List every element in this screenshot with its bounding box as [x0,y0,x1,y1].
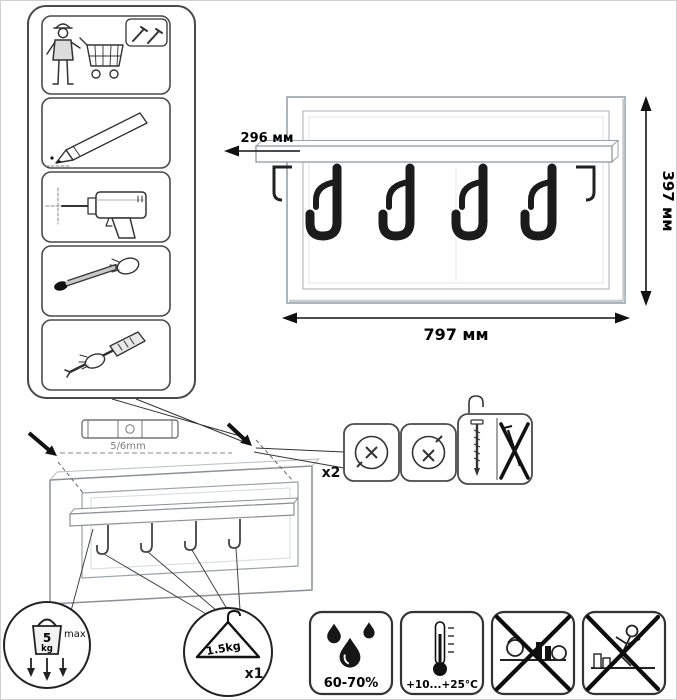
prohibited-cross-icon [494,614,572,692]
wall-plug-insert-icon [54,257,140,291]
anchor-count-label: x2 [322,465,341,481]
dim-height-label: 397 мм [659,170,677,231]
hook-load-value: 1.5kg [205,639,241,658]
callout-leads [253,447,345,469]
screw-icon [470,419,484,476]
tool-step-wall-plug [41,245,171,317]
fastener-selection [457,395,533,485]
shelf-leader-line [70,528,94,612]
dim-depth-label: 296 мм [241,131,294,146]
no-climbing-pictogram [581,610,667,696]
tools-leader-lines [111,398,245,443]
max-label: max [64,629,86,640]
dim-height: 397 мм [640,96,677,306]
mark-arrow-left [27,431,57,456]
product-shelf [254,139,620,164]
mark-arrow-right [226,422,252,446]
hook-leader-lines [103,547,241,616]
product-view: 296 мм 397 мм 797 мм [224,96,677,344]
arrowhead-up-icon [640,96,652,111]
hanger-icon [195,609,261,659]
no-climbing-icon [585,614,661,692]
humidity-label: 60-70% [324,676,379,691]
dim-depth: 296 мм [224,131,300,157]
spirit-level-icon [81,419,179,439]
anchor-washer-icon-2 [411,435,446,470]
tool-step-shopping [41,15,171,95]
hook-count-label: x1 [245,666,264,682]
temperature-pictogram: +10...+25°C [399,610,485,696]
align-dash-right [255,439,295,483]
dim-width: 797 мм [282,312,630,344]
max-load-badge: 5 kg max [3,601,91,689]
tools-panel [27,5,196,399]
weight-icon [31,618,63,655]
no-nail-icon [499,422,530,480]
arrowhead-left-icon [282,312,297,324]
rack-sketch [68,481,300,579]
thermometer-icon [433,621,454,676]
screwdriver-icon [64,331,146,378]
anchor-washer-icon [354,435,389,470]
drill-icon [45,187,147,239]
arrowhead-down-icon [640,291,652,306]
dim-width-label: 797 мм [423,325,488,344]
arrowhead-left-icon [224,145,239,157]
water-drops-icon [327,622,375,668]
tool-step-screwdriver [41,319,171,391]
humidity-pictogram: 60-70% [308,610,394,696]
prohibited-cross-icon [585,614,661,692]
pencil-icon [45,112,148,167]
no-heavy-load-pictogram [490,610,576,696]
anchors-callout: x2 [253,395,533,485]
bracket-hook-icon [468,395,484,413]
drill-size-label: 5/6mm [110,441,146,452]
worker-icon [46,23,81,85]
hook-load-badge: 1.5kg x1 [183,607,273,697]
care-pictograms: 60-70% +10...+25°C [308,610,667,696]
screws-icon [125,18,168,47]
installation-diagram: 5/6mm [27,398,321,616]
temperature-label: +10...+25°C [406,679,478,691]
max-weight-value: 5 [43,631,51,645]
panel-frame [302,110,610,290]
panel-frame-inner [308,116,604,284]
tool-step-pencil [41,97,171,169]
max-weight-unit: kg [41,644,53,654]
no-heavy-load-icon [494,614,572,692]
arrowhead-right-icon [615,312,630,324]
down-arrows-icon [27,658,67,681]
tool-step-drill [41,171,171,243]
shopping-cart-icon [79,37,124,79]
